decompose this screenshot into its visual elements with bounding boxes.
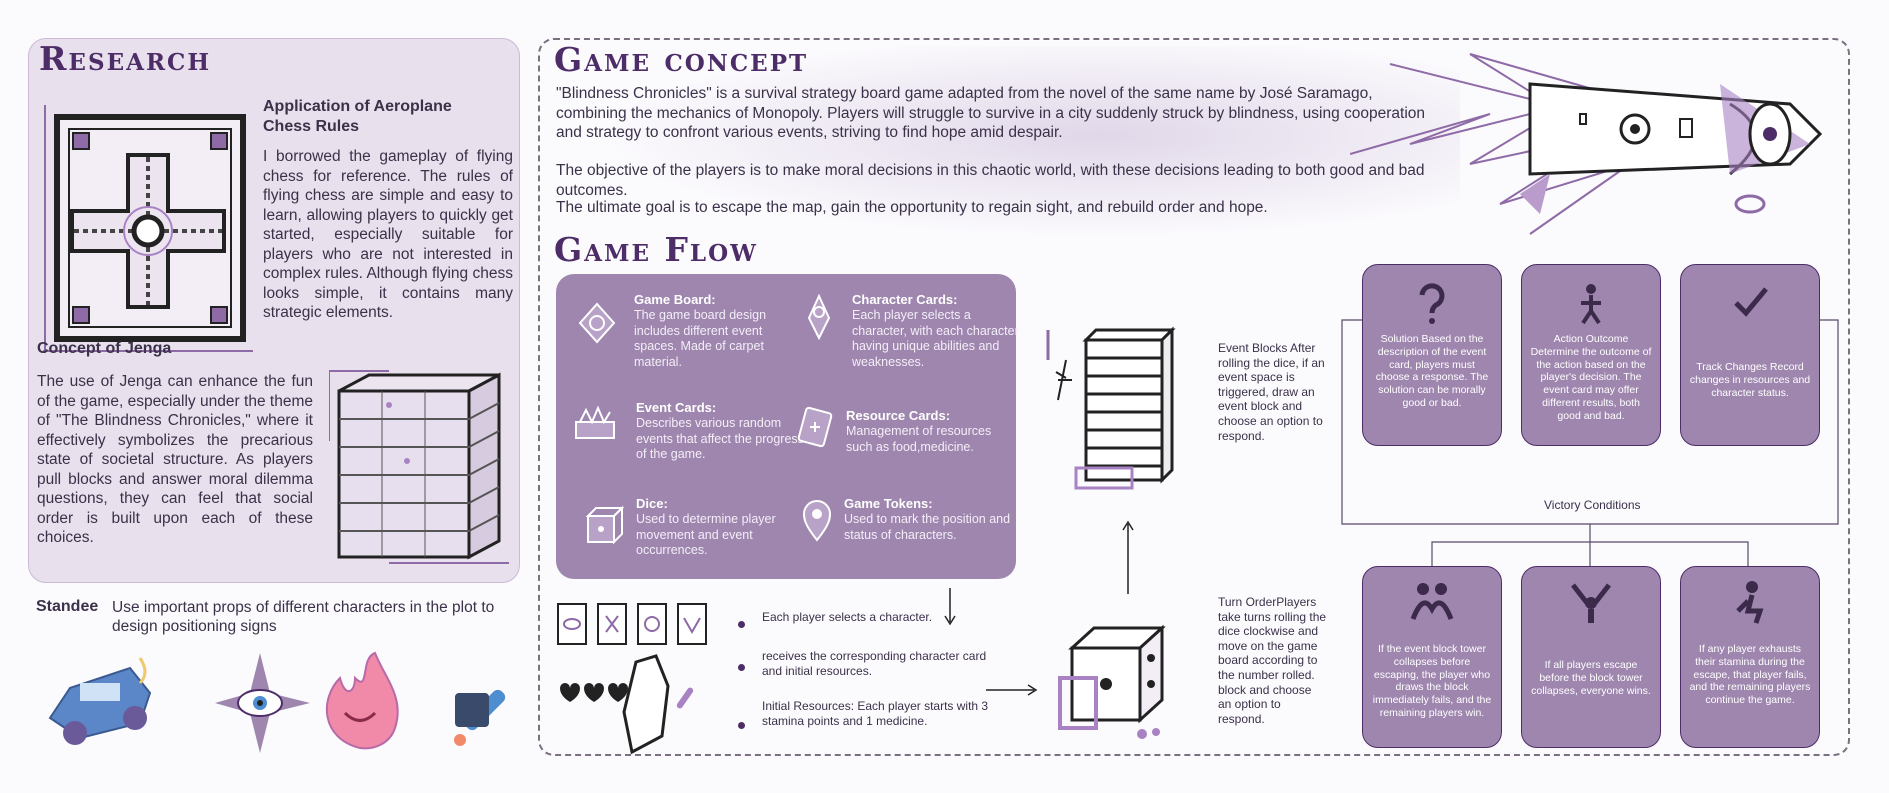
standee-text: Use important props of different charact…: [112, 599, 495, 635]
outcome-card-track: Track Changes Record changes in resource…: [1680, 264, 1820, 446]
component-game-tokens: Game Tokens: Used to mark the position a…: [844, 496, 1014, 543]
victory-card-escape: If all players escape before the block t…: [1521, 566, 1661, 748]
component-dice: Dice: Used to determine player movement …: [636, 496, 806, 559]
car-standee-icon: [48, 657, 152, 745]
step-1: Each player selects a character.: [762, 610, 933, 624]
jenga-tower-illustration: [329, 370, 509, 564]
component-desc: Used to mark the position and status of …: [844, 512, 1011, 542]
concept-paragraph-1: "Blindness Chronicles" is a survival str…: [556, 85, 1426, 141]
component-desc: Each player selects a character, with ea…: [852, 308, 1019, 369]
eye-standee-icon: [215, 653, 310, 753]
component-desc: Management of resources such as food,med…: [846, 424, 992, 454]
board-icon: [578, 302, 616, 344]
up-arrow-icon: [1122, 520, 1134, 594]
research-title: Research: [39, 39, 212, 78]
victory-card-collapse: If the event block tower collapses befor…: [1362, 566, 1502, 748]
character-icon: [807, 293, 831, 341]
component-title: Character Cards:: [852, 292, 958, 307]
concept-title: Game concept: [554, 40, 809, 79]
action-icon: [1581, 284, 1601, 325]
jenga-text: The use of Jenga can enhance the fun of …: [37, 373, 313, 546]
right-arrow-icon: [986, 684, 1038, 696]
component-title: Event Cards:: [636, 400, 717, 415]
components-card: Game Board: The game board design includ…: [556, 274, 1019, 579]
outcome-text: Solution Based on the description of the…: [1375, 333, 1489, 409]
step-3: Initial Resources: Each player starts wi…: [762, 699, 989, 728]
dice-illustration: [1058, 624, 1166, 739]
step-2: receives the corresponding character car…: [762, 649, 987, 678]
cheer-icon: [1571, 583, 1611, 623]
aeroplane-subtitle: Application of Aeroplane Chess Rules: [263, 98, 452, 135]
component-desc: Describes various random events that aff…: [636, 416, 804, 461]
component-event-cards: Event Cards: Describes various random ev…: [636, 400, 806, 463]
question-icon: [1419, 283, 1445, 324]
research-panel: Research Application of Aeroplane Chess …: [28, 38, 520, 583]
flame-standee-icon: [326, 651, 399, 750]
dice-icon: [585, 505, 625, 545]
step-bullet: [738, 621, 745, 628]
component-title: Dice:: [636, 496, 668, 511]
outcome-text: Action Outcome Determine the outcome of …: [1530, 333, 1652, 422]
flow-title: Game Flow: [554, 230, 758, 269]
outcome-text: Track Changes Record changes in resource…: [1689, 361, 1811, 399]
event-icon: [575, 405, 615, 439]
concept-frame: [538, 38, 1850, 756]
bandage-standee-icon: [454, 689, 506, 746]
hug-icon: [1410, 583, 1454, 620]
event-blocks-note: Event Blocks After rolling the dice, if …: [1218, 341, 1325, 443]
outcome-connectors: [1341, 319, 1839, 570]
victory-conditions-label: Victory Conditions: [1540, 498, 1645, 512]
component-title: Game Board:: [634, 292, 716, 307]
victory-card-stamina: If any player exhausts their stamina dur…: [1680, 566, 1820, 748]
eye-burst-illustration: [1350, 53, 1823, 235]
component-title: Game Tokens:: [844, 496, 933, 511]
kneel-icon: [1736, 581, 1764, 624]
component-desc: Used to determine player movement and ev…: [636, 512, 776, 557]
down-arrow-icon: [944, 588, 956, 626]
check-icon: [1734, 287, 1768, 317]
component-desc: The game board design includes different…: [634, 308, 767, 369]
standee-illustrations: [48, 651, 506, 753]
step-bullet: [738, 664, 745, 671]
character-hearts-illustration: [560, 654, 694, 755]
outcome-card-solution: Solution Based on the description of the…: [1362, 264, 1502, 446]
aeroplane-board-illustration: [43, 105, 253, 353]
character-cards-illustration: [557, 603, 707, 645]
token-icon: [802, 500, 832, 542]
jenga-subtitle: Concept of Jenga: [37, 340, 172, 357]
concept-paragraph-3: The ultimate goal is to escape the map, …: [556, 199, 1268, 216]
resource-icon: [797, 406, 833, 448]
outcome-card-action: Action Outcome Determine the outcome of …: [1521, 264, 1661, 446]
victory-text: If all players escape before the block t…: [1531, 659, 1651, 697]
component-title: Resource Cards:: [846, 408, 951, 423]
turn-order-note: Turn OrderPlayers take turns rolling the…: [1218, 595, 1327, 726]
component-game-board: Game Board: The game board design includ…: [634, 292, 804, 370]
component-resource-cards: Resource Cards: Management of resources …: [846, 408, 1016, 455]
victory-text: If the event block tower collapses befor…: [1372, 643, 1492, 719]
standee-label: Standee: [36, 598, 99, 615]
aeroplane-text: I borrowed the gameplay of flying chess …: [263, 148, 513, 321]
victory-text: If any player exhausts their stamina dur…: [1689, 643, 1811, 707]
block-tower-illustration: [1046, 326, 1176, 490]
concept-paragraph-2: The objective of the players is to make …: [556, 162, 1425, 199]
component-character-cards: Character Cards: Each player selects a c…: [852, 292, 1022, 370]
step-bullet: [738, 722, 745, 729]
